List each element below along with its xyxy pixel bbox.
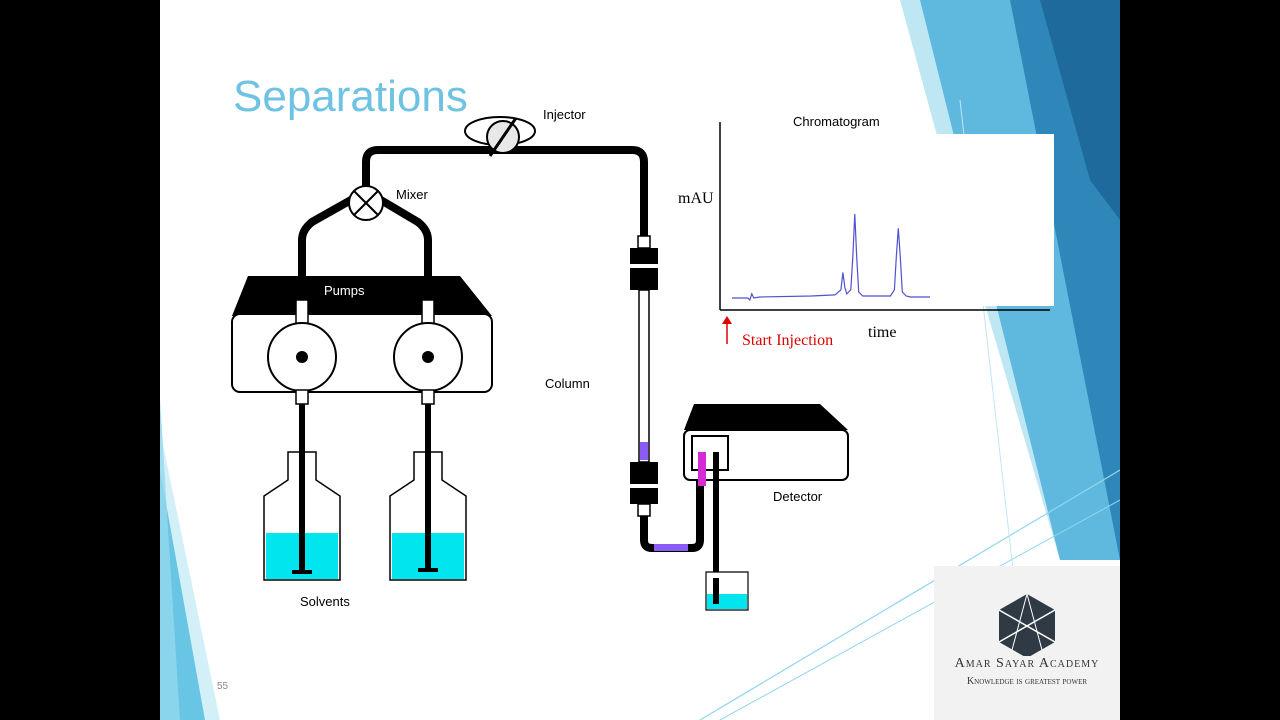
slide-title: Separations: [233, 72, 468, 121]
start-injection-label: Start Injection: [742, 332, 834, 349]
chart-box-background: [930, 134, 1054, 306]
mixer-label: Mixer: [396, 187, 428, 202]
chromatogram-plot: [719, 122, 1050, 344]
solvents-label: Solvents: [300, 594, 350, 609]
start-arrow-head: [722, 316, 732, 324]
pump-line-right: [371, 192, 432, 276]
column-label: Column: [545, 376, 590, 391]
chromatogram-trace: [732, 213, 930, 302]
pumps-label: Pumps: [324, 283, 365, 298]
chromatogram-title: Chromatogram: [793, 114, 880, 129]
injector-label: Injector: [543, 107, 586, 122]
slide: Separations: [160, 0, 1120, 720]
brand-tagline: Knowledge is greatest power: [966, 676, 1088, 687]
brand-logo-block: Amar Sayar Academy Knowledge is greatest…: [934, 566, 1120, 720]
hplc-diagram: [231, 116, 1050, 611]
detector-label: Detector: [773, 489, 823, 504]
slide-number: 55: [217, 681, 229, 692]
chromatogram-y-label: mAU: [678, 190, 714, 207]
brand-hexagon-logo: [998, 593, 1056, 656]
detector-unit: [683, 404, 849, 611]
column: [630, 235, 704, 552]
pump-line-left: [298, 192, 360, 276]
injector-valve[interactable]: [464, 116, 536, 157]
brand-name: Amar Sayar Academy: [954, 656, 1100, 671]
chromatogram-x-label: time: [868, 324, 897, 341]
solvent-bottle-right: [389, 404, 467, 581]
pump-unit: [231, 276, 493, 405]
solvent-bottle-left: [263, 404, 341, 581]
mixer-valve[interactable]: [348, 185, 384, 221]
